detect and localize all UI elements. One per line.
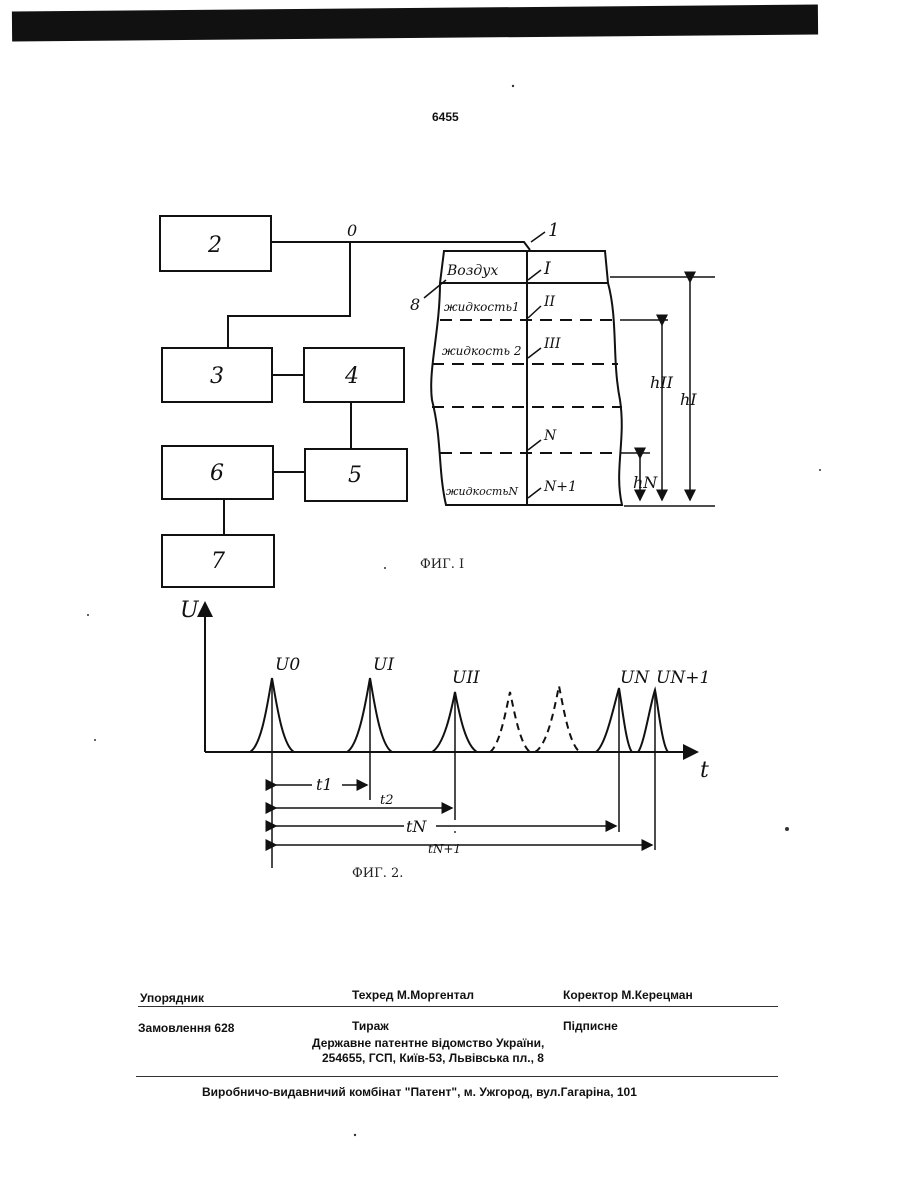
pulse-labels: U0 UI UII UN UN+1: [275, 655, 710, 688]
pulse-label-u1: UI: [373, 655, 394, 675]
interval-labels: t1 t2 tN tN+1: [312, 772, 461, 856]
dimension-labels: hII hI hN: [633, 373, 697, 492]
node-label: 0: [347, 221, 357, 240]
imprint-office: Державне патентне відомство України,: [312, 1036, 544, 1050]
imprint-rule-1: [138, 1006, 778, 1007]
imprint-address: 254655, ГСП, Київ-53, Львівська пл., 8: [322, 1051, 544, 1065]
block-labels: 2 3 4 6 5 7: [207, 233, 362, 574]
x-axis-label: t: [700, 758, 709, 783]
block-2-label: 2: [207, 233, 222, 258]
layer-numeral-n: N: [543, 428, 557, 444]
region-label: 8: [410, 295, 420, 314]
imprint-publisher: Виробничо-видавничий комбінат "Патент", …: [202, 1085, 637, 1099]
fig2-caption: ФИГ. 2.: [352, 866, 403, 881]
layer-name-liquid-1: жидкость1: [444, 300, 520, 314]
block-4-label: 4: [344, 364, 359, 389]
dim-hn: hN: [633, 473, 658, 492]
pulse-dashed-1: [490, 692, 530, 752]
fig1-caption: ФИГ. I: [420, 557, 464, 572]
imprint-corrector: Коректор М.Керецман: [563, 988, 693, 1002]
imprint-circulation: Тираж: [352, 1019, 389, 1033]
dim-h1: hI: [680, 390, 697, 409]
pulses: [250, 678, 668, 752]
imprint-tech-editor: Техред М.Моргентал: [352, 988, 474, 1002]
pulse-dashed-2: [535, 686, 580, 752]
pulse-un: [596, 688, 632, 752]
imprint-subscription: Підписне: [563, 1019, 618, 1033]
interval-label-t2: t2: [380, 793, 394, 808]
vessel-labels: 1 8 Воздух жидкость1 жидкость 2 жидкость…: [410, 220, 577, 498]
pulse-label-u2: UII: [452, 668, 480, 688]
block-6-label: 6: [210, 461, 224, 486]
layer-numeral-1: I: [543, 259, 551, 279]
vessel-label: 1: [548, 220, 559, 241]
line-node-to-3: [228, 242, 350, 348]
pulse-un1: [638, 690, 668, 752]
pulse-label-un: UN: [620, 668, 650, 688]
block-7-label: 7: [211, 549, 225, 574]
interval-label-tn1: tN+1: [428, 842, 461, 856]
line-2-to-vessel: [271, 242, 530, 250]
block-5-label: 5: [348, 463, 362, 488]
imprint-compiler: Упорядник: [140, 991, 204, 1005]
pulse-label-un1: UN+1: [656, 668, 710, 688]
imprint-rule-2: [136, 1076, 778, 1077]
layer-numeral-3: III: [543, 336, 561, 352]
dim-h2: hII: [650, 373, 674, 392]
block-3-label: 3: [210, 364, 224, 389]
layer-numeral-2: II: [543, 294, 556, 310]
interval-label-t1: t1: [316, 775, 333, 794]
interval-label-tn: tN: [406, 817, 427, 836]
layer-numeral-n1: N+1: [543, 479, 577, 495]
pulse-label-u0: U0: [275, 655, 300, 675]
imprint-order: Замовлення 628: [138, 1021, 234, 1035]
layer-name-liquid-n: жидкостьN: [446, 485, 518, 498]
layer-name-liquid-2: жидкость 2: [442, 344, 521, 358]
y-axis-label: U: [180, 598, 200, 623]
layer-name-air: Воздух: [446, 263, 498, 279]
